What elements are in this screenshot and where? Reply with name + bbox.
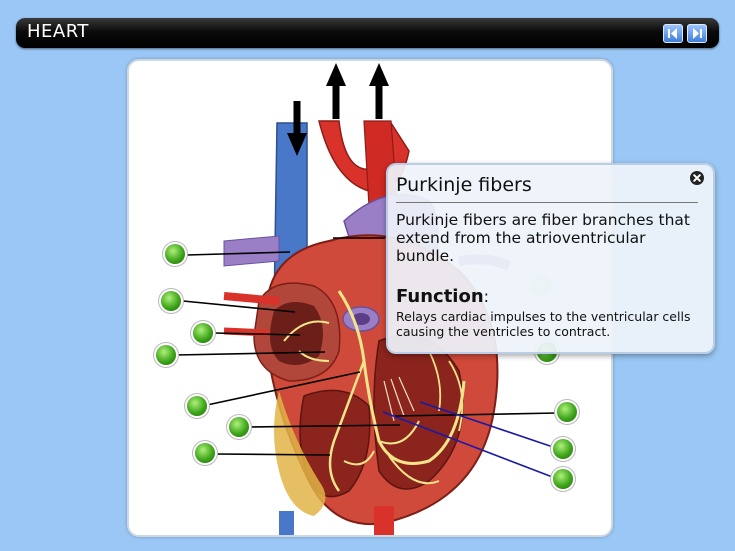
- hotspot-marker[interactable]: [156, 345, 176, 365]
- hotspot-marker[interactable]: [193, 323, 213, 343]
- next-button[interactable]: [687, 24, 707, 43]
- function-heading: Function: [396, 286, 484, 307]
- popup-description: Purkinje fibers are fiber branches that …: [396, 211, 701, 265]
- popup-divider: [396, 202, 698, 203]
- close-button[interactable]: [690, 171, 704, 185]
- info-popup: Purkinje fibers Purkinje fibers are fibe…: [386, 163, 715, 354]
- hotspot-marker[interactable]: [553, 439, 573, 459]
- up-arrow-icon: [326, 63, 346, 86]
- hotspot-marker[interactable]: [553, 469, 573, 489]
- page-title: HEART: [27, 21, 89, 42]
- up-arrow-icon: [369, 63, 389, 86]
- function-colon: :: [484, 287, 489, 306]
- previous-arrow-icon: [664, 25, 682, 42]
- hotspot-marker[interactable]: [165, 244, 185, 264]
- title-bar: HEART: [16, 18, 719, 48]
- hotspot-marker[interactable]: [195, 443, 215, 463]
- hotspot-marker[interactable]: [229, 417, 249, 437]
- function-description: Relays cardiac impulses to the ventricul…: [396, 309, 706, 339]
- close-icon: [690, 171, 704, 185]
- function-label: Function:: [396, 286, 489, 307]
- hotspot-marker[interactable]: [557, 402, 577, 422]
- next-arrow-icon: [688, 25, 706, 42]
- hotspot-marker[interactable]: [187, 396, 207, 416]
- hotspot-marker[interactable]: [161, 291, 181, 311]
- popup-title: Purkinje fibers: [396, 174, 532, 196]
- previous-button[interactable]: [663, 24, 683, 43]
